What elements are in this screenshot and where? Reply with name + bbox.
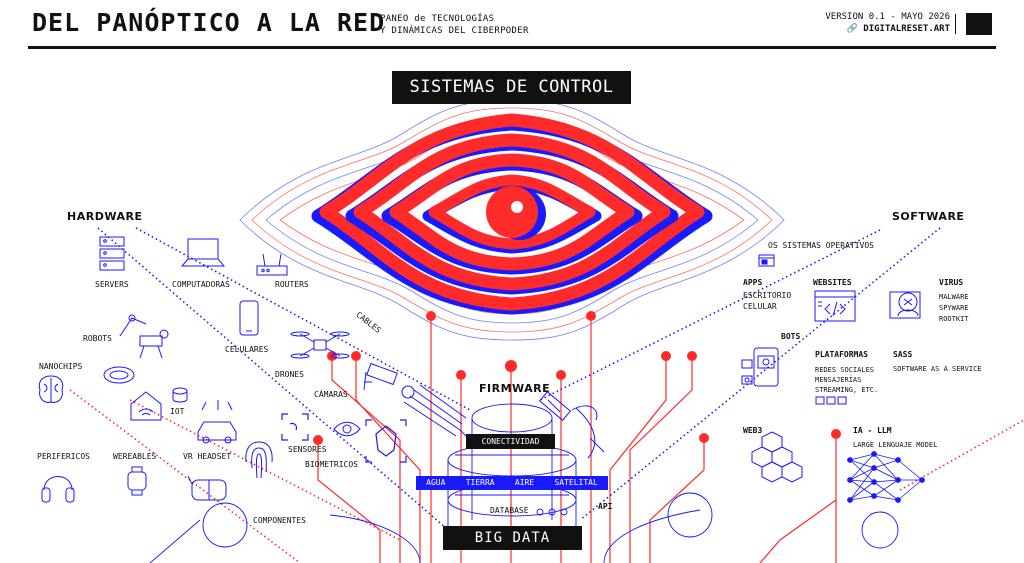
bots-label: BOTS (781, 332, 801, 341)
saas-description: SOFTWARE AS A SERVICE (893, 365, 982, 373)
virus-malware: MALWARE (939, 293, 969, 301)
vehicle-icon (197, 400, 237, 444)
blue-routes (149, 492, 899, 563)
element-satellite: SATELITAL (554, 478, 598, 487)
platforms-messaging: MENSAJERÍAS (815, 376, 862, 384)
drones-label: DRONES (275, 370, 304, 379)
page-title: DEL PANÓPTICO A LA RED (32, 8, 386, 37)
phone-icon (239, 300, 259, 336)
iot-label: IOT (170, 407, 185, 416)
virus-spyware: SPYWARE (939, 304, 969, 312)
peripherals-label: PERIFERICOS (37, 452, 90, 461)
fingerprint-icon (245, 441, 273, 479)
headphones-icon (41, 476, 75, 503)
control-systems-badge: SISTEMAS DE CONTROL (392, 71, 631, 104)
connectivity-badge: CONECTIVIDAD (466, 434, 555, 449)
ia-description: LARGE LENGUAJE MODEL (853, 441, 938, 449)
apps-desktop: ESCRITORIO (743, 291, 792, 300)
element-air: AIRE (514, 478, 535, 487)
platforms-streaming: STREAMING, ETC. (815, 386, 879, 394)
platforms-social: REDES SOCIALES (815, 366, 875, 374)
header-divider (955, 14, 956, 34)
logo-square (966, 13, 992, 35)
cameras-label: CÁMARAS (314, 390, 348, 399)
satellite-icon (538, 391, 605, 459)
phones-label: CELULARES (225, 345, 269, 354)
robots-label: ROBOTS (83, 334, 112, 343)
web3-label: WEB3 (743, 426, 763, 435)
eye-scan-icon (333, 421, 361, 437)
chat-icons (815, 396, 847, 405)
saas-label: SASS (893, 350, 913, 359)
platforms-label: PLATAFORMAS (815, 350, 868, 359)
cctv-icon (363, 362, 398, 391)
vr-icon (187, 475, 227, 501)
laptop-icon (180, 238, 226, 267)
software-title: SOFTWARE (892, 210, 965, 223)
header-rule (28, 46, 996, 49)
version-label: VERSION 0.1 - MAYO 2026 (825, 12, 950, 22)
apps-label: APPS (743, 278, 763, 287)
websites-label: WEBSITES (813, 278, 852, 287)
virus-rootkit: ROOTKIT (939, 315, 969, 323)
transport-elements-bar: AGUA TIERRA AIRE SATELITAL (416, 476, 608, 490)
scan-frame-icon (281, 413, 309, 441)
site-link[interactable]: 🔗 DIGITALRESET.ART (846, 24, 950, 34)
apps-mobile: CELULAR (743, 302, 777, 311)
chip-icon (103, 366, 135, 384)
brain-chip-icon (38, 375, 64, 403)
element-land: TIERRA (465, 478, 495, 487)
bot-phone-icon (741, 347, 779, 387)
database-label: DATABASE (490, 506, 529, 515)
os-label: OS SISTEMAS OPERATIVOS (768, 241, 874, 250)
hardware-title: HARDWARE (67, 210, 143, 223)
computers-label: COMPUTADORAS (172, 280, 230, 289)
window-icon (758, 254, 775, 267)
database-cylinder (447, 403, 577, 545)
red-nodes (313, 311, 841, 445)
wearables-label: WEREABLES (113, 452, 157, 461)
nanochips-label: NANOCHIPS (39, 362, 83, 371)
robot-arm-icon (119, 314, 169, 359)
firmware-title: FIRMWARE (479, 382, 551, 395)
element-water: AGUA (426, 478, 446, 487)
virus-label: VIRUS (939, 278, 964, 287)
bug-icon (889, 291, 921, 319)
subtitle-line-1: PANEO de TECNOLOGÍAS (380, 14, 495, 24)
face-scan-icon (365, 419, 407, 463)
smartwatch-icon (127, 466, 147, 496)
sensor-dot-icon (172, 387, 188, 403)
biometrics-label: BIOMETRICOS (305, 460, 358, 469)
routers-label: ROUTERS (275, 280, 309, 289)
router-icon (256, 253, 288, 276)
drone-icon (290, 331, 350, 359)
servers-label: SERVERS (95, 280, 129, 289)
sensors-label: SENSORES (288, 445, 327, 454)
dotted-lines (69, 227, 1024, 563)
api-label: API (598, 502, 613, 511)
house-wifi-icon (130, 391, 162, 421)
bigdata-badge: BIG DATA (443, 526, 582, 550)
server-icon (99, 236, 125, 271)
neural-net-icon (847, 451, 925, 503)
vr-headset-label: VR HEADSET (183, 452, 232, 461)
blocks-icon (751, 431, 803, 483)
fiber-cable-icon (401, 384, 471, 441)
subtitle-line-2: Y DINÁMICAS DEL CIBERPODER (380, 26, 529, 36)
eye-icon (311, 113, 713, 315)
code-icon (814, 290, 856, 322)
components-label: COMPONENTES (253, 516, 306, 525)
ia-label: IA - LLM (853, 426, 892, 435)
